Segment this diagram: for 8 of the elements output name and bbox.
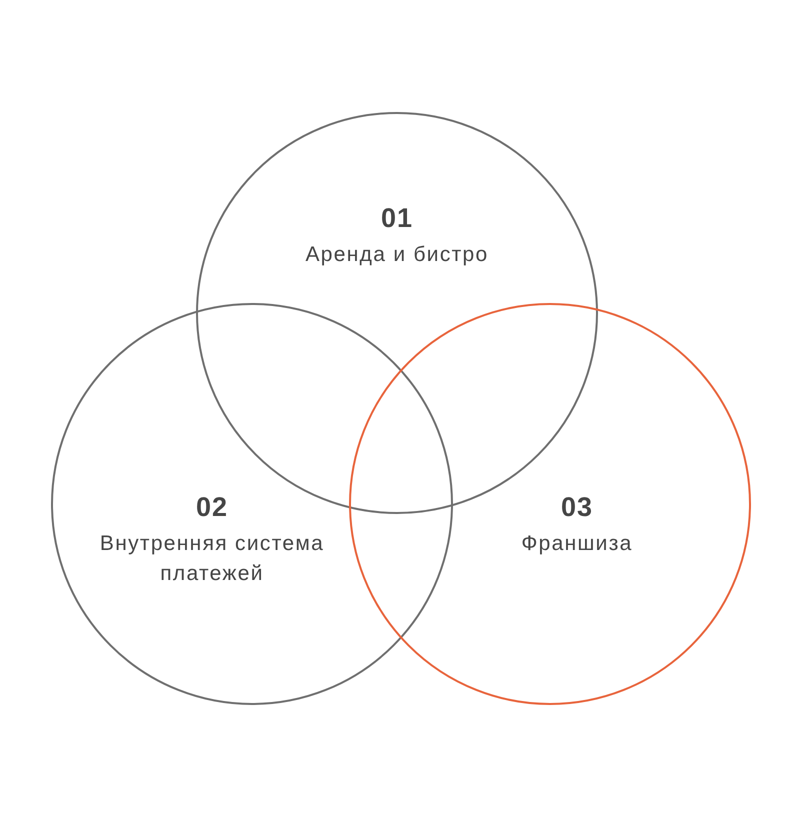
venn-circle (51, 303, 453, 705)
step-number: 03 (560, 491, 594, 523)
circle-label: Аренда и бистро (305, 242, 489, 268)
step-number: 01 (380, 202, 414, 234)
circle-label: Внутренняя система платежей (98, 531, 326, 587)
venn-circle (349, 303, 751, 705)
circle-label: Франшиза (521, 531, 633, 557)
step-number: 02 (196, 491, 228, 523)
